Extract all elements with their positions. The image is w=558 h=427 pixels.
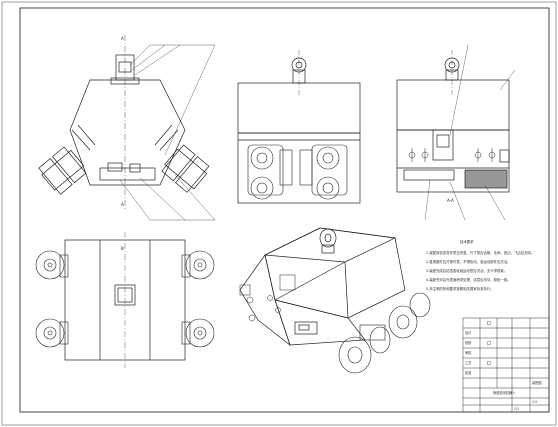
- sheet-inner-frame: [19, 7, 550, 413]
- title-block-row-2: 校核: [465, 340, 472, 345]
- title-block-row-5: 批准: [465, 370, 472, 375]
- title-block-row-3: 审核: [465, 350, 472, 355]
- top-view-section-mark: B: [121, 246, 124, 251]
- title-block-sheet: 1/1: [514, 407, 519, 411]
- isometric-view: [239, 227, 431, 374]
- note-5: 5.未注明的其他要求按照相关国家标准执行。: [426, 286, 494, 291]
- top-view: [35, 232, 215, 368]
- section-mark-bottom: A: [121, 202, 124, 207]
- technical-notes: 技术要求 1.装配前检查零件是否完整，尺寸是否合格，毛刺、锐边、飞边应去除。 2…: [426, 239, 534, 291]
- side-view: [396, 44, 516, 221]
- note-4: 4.装配完毕后外表面喷漆处理，涂层应均匀，颜色一致。: [426, 277, 511, 282]
- title-block-row-1: 设计: [465, 330, 472, 335]
- title-block-name: 管道检测机器人: [493, 390, 516, 395]
- view-label: A-A: [447, 198, 454, 203]
- notes-title: 技术要求: [460, 239, 474, 244]
- note-1: 1.装配前检查零件是否完整，尺寸是否合格，毛刺、锐边、飞边应去除。: [426, 250, 534, 255]
- note-2: 2.各紧固件应拧紧可靠，不得松动，各运动部件应灵活。: [426, 259, 511, 264]
- front-view: [237, 50, 361, 204]
- hexagon-section-view: [38, 35, 216, 221]
- title-block-code: 装配图: [532, 380, 542, 385]
- title-block-row-4: 工艺: [465, 360, 471, 365]
- note-3: 3.装配完成后检查各轮组运动是否灵活，无卡滞现象。: [426, 268, 507, 273]
- title-block: [462, 317, 550, 413]
- title-block-scale: 1:5: [532, 400, 537, 404]
- section-mark-top: A: [121, 36, 124, 41]
